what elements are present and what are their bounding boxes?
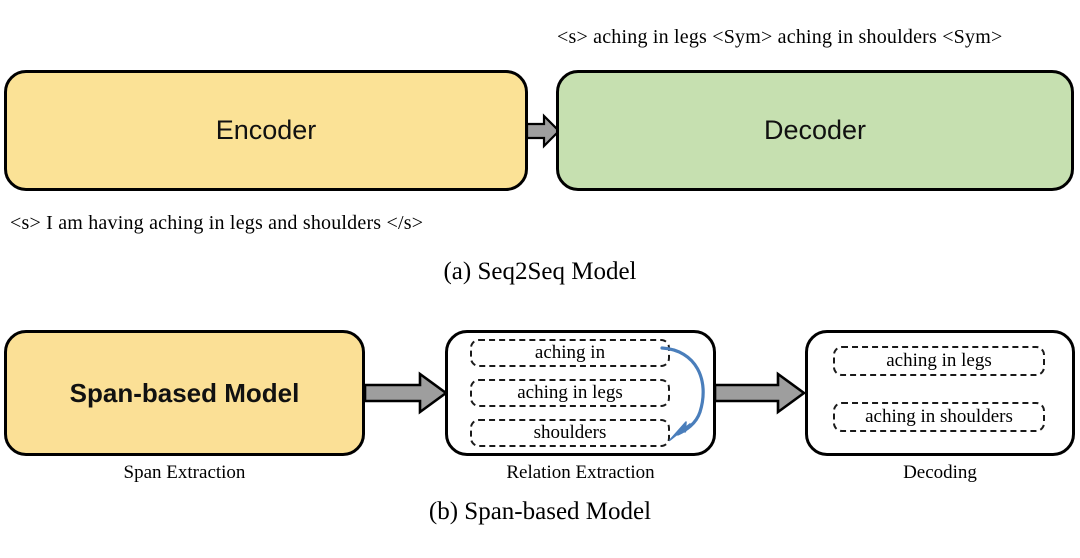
decoding-span-chip-1[interactable]: aching in legs	[833, 346, 1045, 376]
relation-span-chip-2[interactable]: aching in legs	[470, 379, 670, 407]
encoder-block[interactable]: Encoder	[4, 70, 528, 191]
relation-link-arrow	[652, 336, 718, 448]
span-to-relation-arrow	[363, 370, 449, 416]
decoder-label: Decoder	[763, 115, 867, 145]
panel-a-caption: (a) Seq2Seq Model	[443, 258, 637, 285]
decoder-block[interactable]: Decoder	[556, 70, 1074, 191]
span-based-model-label: Span-based Model	[69, 377, 300, 408]
stage-label-span-extraction: Span Extraction	[123, 462, 246, 483]
relation-span-chip-1[interactable]: aching in	[470, 339, 670, 367]
seq2seq-output-sequence: <s> aching in legs <Sym> aching in shoul…	[557, 26, 1003, 48]
stage-label-decoding: Decoding	[903, 462, 977, 483]
stage-label-relation-extraction: Relation Extraction	[506, 462, 655, 483]
seq2seq-input-sequence: <s> I am having aching in legs and shoul…	[10, 212, 424, 234]
panel-b-caption: (b) Span-based Model	[428, 498, 652, 525]
span-based-model-block[interactable]: Span-based Model	[4, 330, 365, 456]
encoder-label: Encoder	[215, 115, 317, 145]
relation-span-chip-3[interactable]: shoulders	[470, 419, 670, 447]
decoding-span-chip-2[interactable]: aching in shoulders	[833, 402, 1045, 432]
relation-to-decoding-arrow	[713, 370, 807, 416]
encoder-to-decoder-arrow	[525, 113, 561, 149]
